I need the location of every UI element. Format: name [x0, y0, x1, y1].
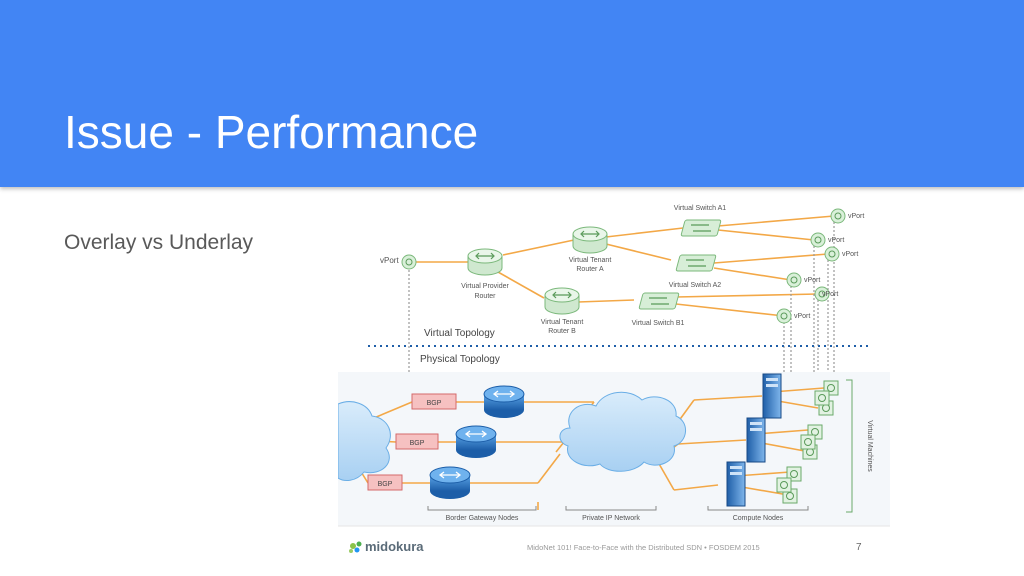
- slide-header: [0, 0, 1024, 187]
- border-gateway-bracket: [427, 506, 537, 511]
- virtual-switch-b1-icon: [638, 292, 680, 310]
- virtual-switch-a2-label: Virtual Switch A2: [669, 282, 722, 289]
- vport-b1-1-label: vPort: [822, 291, 838, 298]
- virtual-switch-b1-label: Virtual Switch B1: [632, 320, 685, 327]
- midokura-brand: midokura: [365, 539, 424, 554]
- gateway-router-2: [455, 425, 497, 459]
- virtual-links: [416, 215, 835, 317]
- virtual-machines-label: Virtual Machines: [866, 420, 873, 472]
- virtual-tenant-router-b-label-2: Router B: [548, 328, 576, 335]
- figure-footer: [338, 526, 890, 572]
- compute-server-3: [726, 461, 746, 507]
- physical-topology-label: Physical Topology: [420, 354, 500, 365]
- vport-a1-1: [830, 208, 846, 224]
- bgp-box-2-label: BGP: [410, 440, 425, 447]
- private-ip-network-label: Private IP Network: [582, 515, 640, 522]
- midokura-logo-icon: [349, 541, 362, 553]
- vport-left: [401, 254, 417, 270]
- virtual-tenant-router-b-label-1: Virtual Tenant: [541, 319, 584, 326]
- vport-b1-2: [776, 308, 792, 324]
- network-topology-diagram: vPort Virtual Provider Router Virtual Te…: [338, 200, 890, 572]
- virtual-machines-bracket: [846, 379, 853, 513]
- bgp-box-3: [367, 474, 403, 491]
- private-network-cloud: [559, 391, 686, 472]
- gateway-router-3: [429, 466, 471, 500]
- compute-nodes-label: Compute Nodes: [733, 515, 784, 522]
- vport-a2-2-label: vPort: [804, 277, 820, 284]
- virtual-tenant-router-a-icon: [572, 226, 608, 254]
- private-ip-bracket: [565, 506, 657, 511]
- compute-server-1: [762, 373, 782, 419]
- virtual-provider-router-label-1: Virtual Provider: [461, 283, 509, 290]
- footer-page-number: 7: [856, 542, 862, 553]
- vport-a2-2: [786, 272, 802, 288]
- virtual-tenant-router-b-icon: [544, 287, 580, 315]
- virtual-provider-router-label-2: Router: [474, 293, 496, 300]
- slide-subtitle: Overlay vs Underlay: [64, 231, 254, 254]
- vport-a1-1-label: vPort: [848, 213, 864, 220]
- border-gateway-nodes-label: Border Gateway Nodes: [446, 515, 519, 522]
- vport-a2-1-label: vPort: [842, 251, 858, 258]
- virtual-provider-router-icon: [467, 248, 503, 276]
- vport-a2-1: [824, 246, 840, 262]
- vport-a1-2: [810, 232, 826, 248]
- left-cloud: [338, 401, 391, 481]
- vport-b1-2-label: vPort: [794, 313, 810, 320]
- bgp-box-3-label: BGP: [378, 481, 393, 488]
- footer-caption: MidoNet 101! Face-to-Face with the Distr…: [527, 543, 760, 552]
- vport-a1-2-label: vPort: [828, 237, 844, 244]
- gateway-router-1: [483, 385, 525, 419]
- compute-server-2: [746, 417, 766, 463]
- slide-title: Issue - Performance: [64, 106, 479, 158]
- bgp-box-1: [411, 393, 457, 410]
- virtual-tenant-router-a-label-2: Router A: [576, 266, 604, 273]
- virtual-topology-label: Virtual Topology: [424, 328, 495, 339]
- virtual-tenant-router-a-label-1: Virtual Tenant: [569, 257, 612, 264]
- bgp-box-2: [395, 433, 439, 450]
- virtual-switch-a2-icon: [675, 254, 717, 272]
- bgp-box-1-label: BGP: [427, 400, 442, 407]
- compute-nodes-bracket: [707, 506, 809, 511]
- virtual-switch-a1-label: Virtual Switch A1: [674, 205, 727, 212]
- vport-left-label: vPort: [380, 256, 399, 265]
- virtual-switch-a1-icon: [680, 219, 722, 237]
